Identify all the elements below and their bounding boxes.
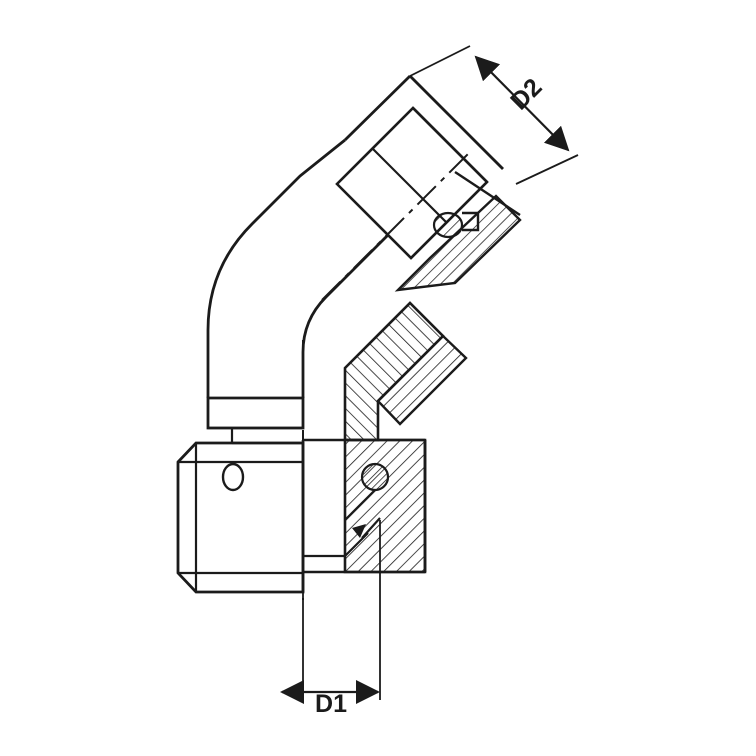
angled-centerline	[321, 151, 471, 301]
hex-nut-part	[176, 396, 305, 594]
section-hatching	[343, 194, 522, 574]
d1-label: D1	[315, 690, 347, 718]
d1-dimension	[279, 520, 381, 705]
d2-dimension	[409, 45, 579, 185]
hose-barb-part	[335, 106, 521, 260]
centerlines	[302, 151, 471, 600]
d2-label: D2	[505, 73, 547, 115]
